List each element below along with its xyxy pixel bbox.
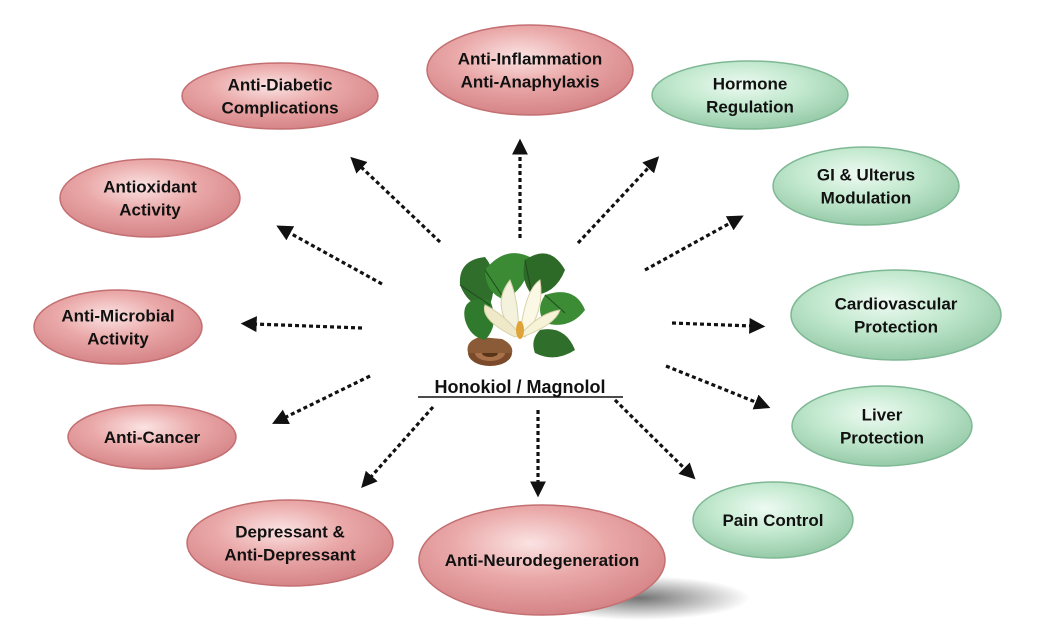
arrow-to-gi-ulterus-modulation	[644, 215, 744, 272]
label-liver-protection-line-2: Protection	[840, 429, 924, 448]
label-anti-inflammation-line-2: Anti-Anaphylaxis	[461, 73, 600, 92]
arrows-layer	[240, 138, 771, 498]
ellipse-anti-diabetic-complications	[181, 62, 379, 130]
ellipse-anti-neurodegeneration	[418, 504, 666, 616]
label-cardiovascular-protection-line-2: Protection	[854, 318, 938, 337]
ellipse-anti-microbial-activity	[33, 289, 203, 365]
label-anti-neurodegeneration-line-1: Anti-Neurodegeneration	[445, 551, 640, 570]
label-anti-microbial-activity-line-1: Anti-Microbial	[61, 307, 174, 326]
label-depressant-anti-depressant-line-1: Depressant &	[235, 523, 345, 542]
ellipse-liver-protection	[791, 385, 973, 467]
arrow-to-depressant-anti-depressant	[361, 405, 435, 488]
arrow-to-liver-protection	[665, 364, 771, 410]
label-anti-inflammation-line-1: Anti-Inflammation	[458, 50, 603, 69]
arrow-to-anti-diabetic-complications	[350, 156, 442, 244]
ellipse-depressant-anti-depressant	[186, 499, 394, 587]
label-anti-microbial-activity-line-2: Activity	[87, 330, 149, 349]
arrow-to-antioxidant-activity	[276, 225, 383, 286]
ellipse-antioxidant-activity	[59, 158, 241, 238]
ellipse-pain-control	[692, 481, 854, 559]
label-hormone-regulation-line-1: Hormone	[713, 75, 788, 94]
ellipse-cardiovascular-protection	[790, 269, 1002, 361]
label-anti-diabetic-complications-line-1: Anti-Diabetic	[228, 76, 333, 95]
arrow-to-hormone-regulation	[576, 156, 660, 245]
ellipse-hormone-regulation	[651, 60, 849, 130]
arrow-to-anti-cancer	[272, 374, 371, 425]
label-anti-diabetic-complications-line-2: Complications	[221, 99, 338, 118]
label-antioxidant-activity-line-1: Antioxidant	[103, 178, 197, 197]
label-liver-protection-line-1: Liver	[862, 406, 903, 425]
ellipse-anti-inflammation	[426, 24, 634, 116]
label-cardiovascular-protection-line-1: Cardiovascular	[835, 295, 958, 314]
node-anti-neurodegeneration: Anti-Neurodegeneration	[418, 504, 666, 616]
magnolia-plant-icon	[459, 253, 585, 366]
label-depressant-anti-depressant-line-2: Anti-Depressant	[224, 546, 356, 565]
node-pain-control: Pain Control	[692, 481, 854, 559]
label-gi-ulterus-modulation-line-1: GI & Ulterus	[817, 166, 915, 185]
label-anti-cancer-line-1: Anti-Cancer	[104, 428, 201, 447]
arrow-to-anti-microbial-activity	[240, 316, 363, 333]
ellipse-gi-ulterus-modulation	[772, 146, 960, 226]
label-gi-ulterus-modulation-line-2: Modulation	[821, 189, 912, 208]
label-pain-control-line-1: Pain Control	[722, 511, 823, 530]
node-depressant-anti-depressant: Depressant & Anti-Depressant	[186, 499, 394, 587]
label-hormone-regulation-line-2: Regulation	[706, 98, 794, 117]
arrow-to-pain-control	[613, 398, 696, 480]
label-antioxidant-activity-line-2: Activity	[119, 201, 181, 220]
arrow-to-cardiovascular-protection	[671, 317, 766, 334]
center-label: Honokiol / Magnolol	[435, 377, 606, 397]
node-anti-cancer: Anti-Cancer	[67, 404, 237, 470]
ellipse-anti-cancer	[67, 404, 237, 470]
